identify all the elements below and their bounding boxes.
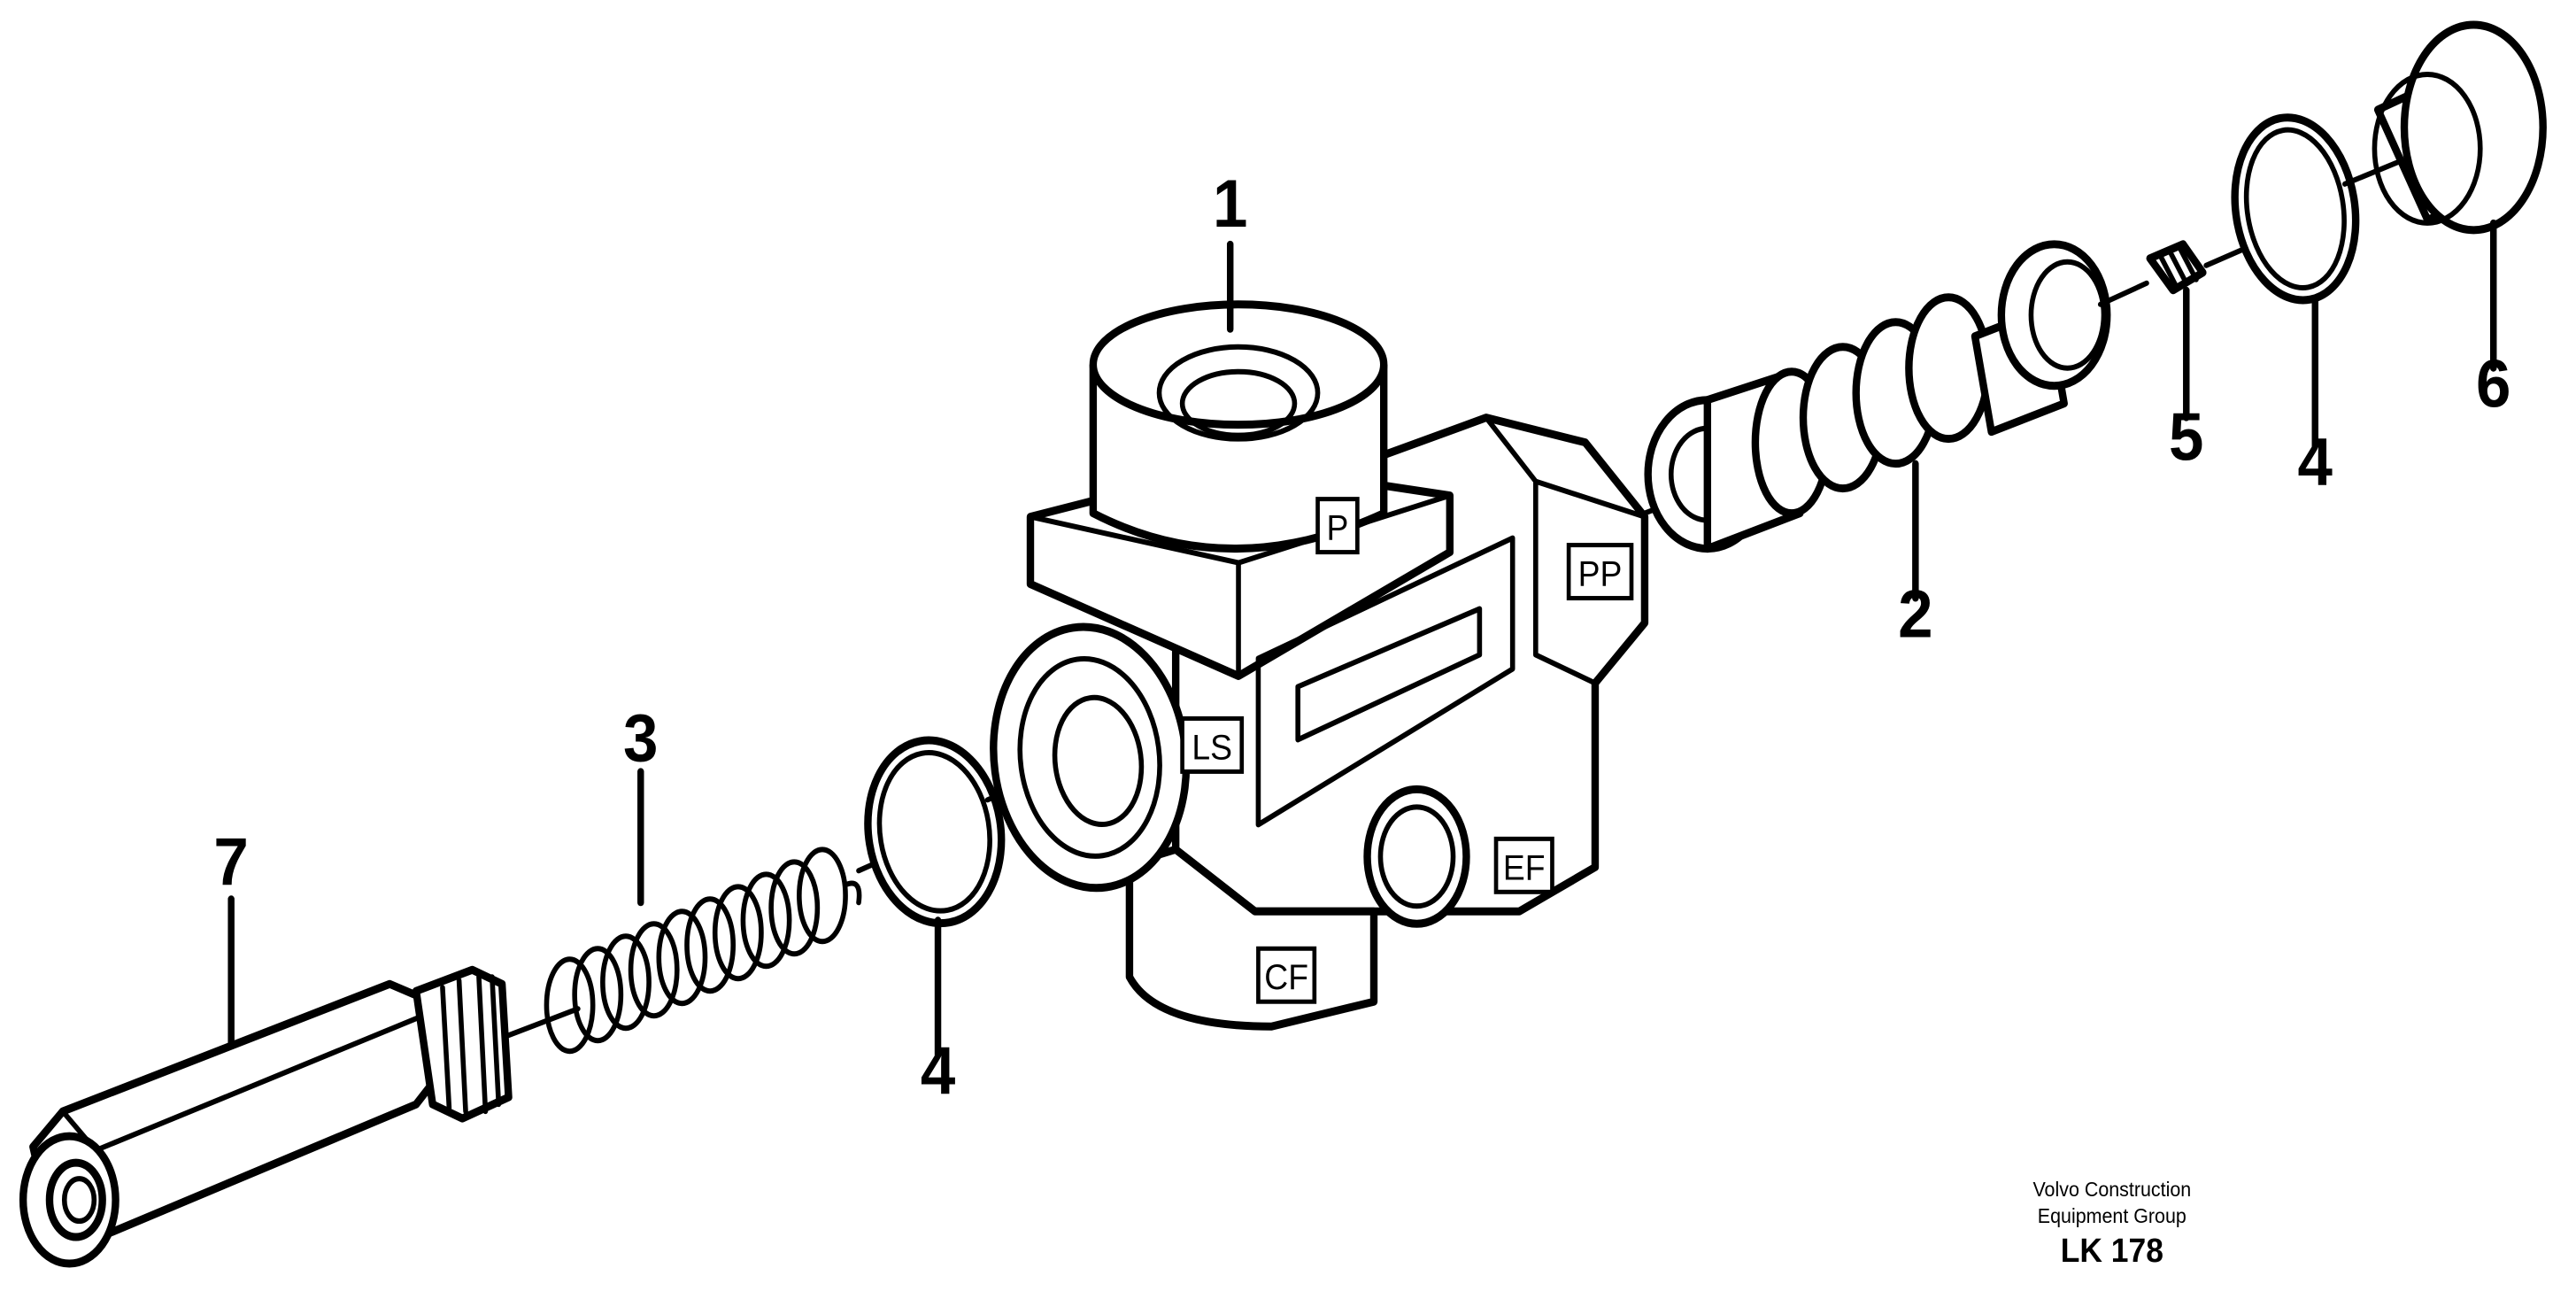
port-cf-box (1256, 946, 1317, 1004)
part-4-oring-right (2231, 113, 2433, 305)
callout-5: 5 (2169, 398, 2203, 475)
company-line-2: Equipment Group (2038, 1204, 2187, 1227)
port-label-cf: CF (1264, 958, 1308, 997)
port-ls-box (1180, 715, 1245, 774)
callout-2: 2 (1898, 576, 1932, 652)
port-ef-box (1493, 836, 1554, 894)
leader-lines (228, 219, 2497, 1059)
part-4-oring-left (864, 736, 1119, 928)
footer-block: Volvo Construction Equipment Group LK 17… (2032, 1178, 2191, 1269)
company-line-1: Volvo Construction (2032, 1178, 2191, 1201)
part-7-cartridge (19, 965, 581, 1268)
callout-6: 6 (2476, 345, 2510, 421)
drawing-code: LK 178 (2061, 1232, 2163, 1269)
callout-4-right: 4 (2298, 423, 2333, 499)
part-2-spool (1644, 240, 2149, 553)
callout-4-left: 4 (921, 1032, 956, 1109)
port-label-p: P (1327, 508, 1349, 547)
part-6-end-cap (2372, 20, 2547, 235)
part-1-valve-housing (990, 300, 1704, 1031)
port-label-ls: LS (1192, 728, 1232, 767)
port-labels: P PP LS EF CF (1180, 497, 1634, 1004)
callouts: 1 2 3 7 4 5 4 6 (213, 166, 2510, 1109)
port-p-box (1315, 497, 1360, 555)
port-label-ef: EF (1503, 848, 1546, 887)
callout-1: 1 (1213, 166, 1247, 242)
port-label-pp: PP (1578, 554, 1623, 593)
callout-7: 7 (213, 823, 248, 900)
port-pp-box (1566, 543, 1634, 601)
callout-3: 3 (623, 700, 658, 776)
